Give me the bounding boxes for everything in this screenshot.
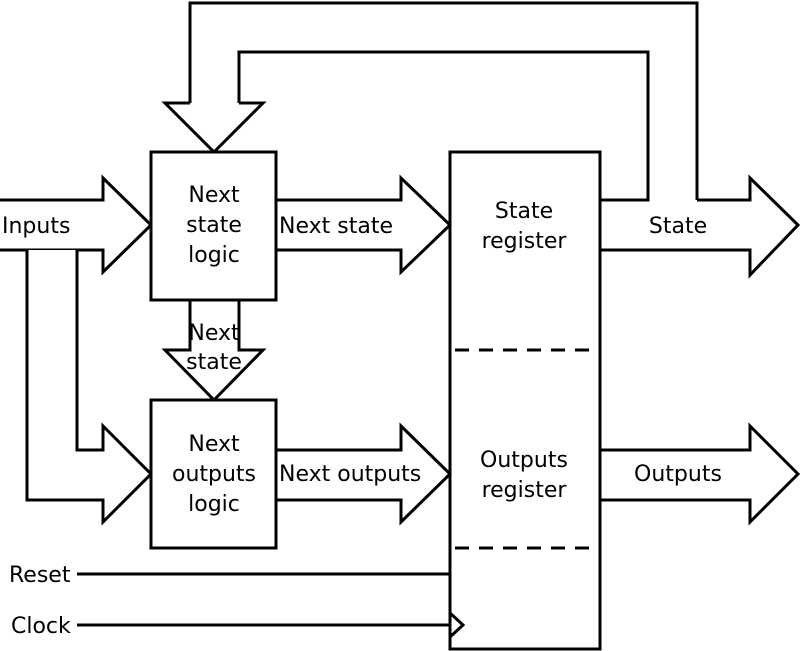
register-block: [448, 150, 602, 651]
next-outputs-logic-block: [149, 398, 278, 550]
next-state-vertical-label-2: state: [186, 350, 242, 375]
state-output-label: State: [649, 214, 707, 239]
state-register-line-2: register: [482, 229, 568, 254]
inputs-branch-arrow: [0, 248, 154, 526]
next-state-logic-block: [149, 150, 278, 302]
next-state-logic-line-3: logic: [188, 243, 240, 268]
feedback-arrowhead: [161, 101, 267, 155]
state-register-line-1: State: [495, 199, 553, 224]
next-state-logic-line-2: state: [186, 213, 242, 238]
outputs-output-label: Outputs: [634, 462, 722, 487]
outputs-register-line-1: Outputs: [480, 448, 568, 473]
next-state-arrow-label: Next state: [279, 214, 393, 239]
state-feedback-outer-line: [188, 1, 699, 200]
outputs-register-line-2: register: [482, 478, 568, 503]
state-feedback-inner-line: [237, 50, 650, 202]
inputs-label: Inputs: [2, 214, 70, 239]
reset-label: Reset: [9, 563, 71, 588]
next-outputs-arrow-label: Next outputs: [279, 462, 421, 487]
outputs-output-arrow: [600, 422, 800, 526]
next-outputs-logic-line-2: outputs: [172, 462, 256, 487]
state-output-arrow: [600, 174, 800, 279]
clock-edge-symbol: [448, 611, 466, 639]
next-outputs-logic-line-3: logic: [188, 492, 240, 517]
clock-label: Clock: [11, 614, 71, 639]
next-outputs-logic-line-1: Next: [188, 432, 240, 457]
next-state-vertical-label-1: Next: [188, 321, 240, 346]
next-state-logic-line-1: Next: [188, 183, 240, 208]
